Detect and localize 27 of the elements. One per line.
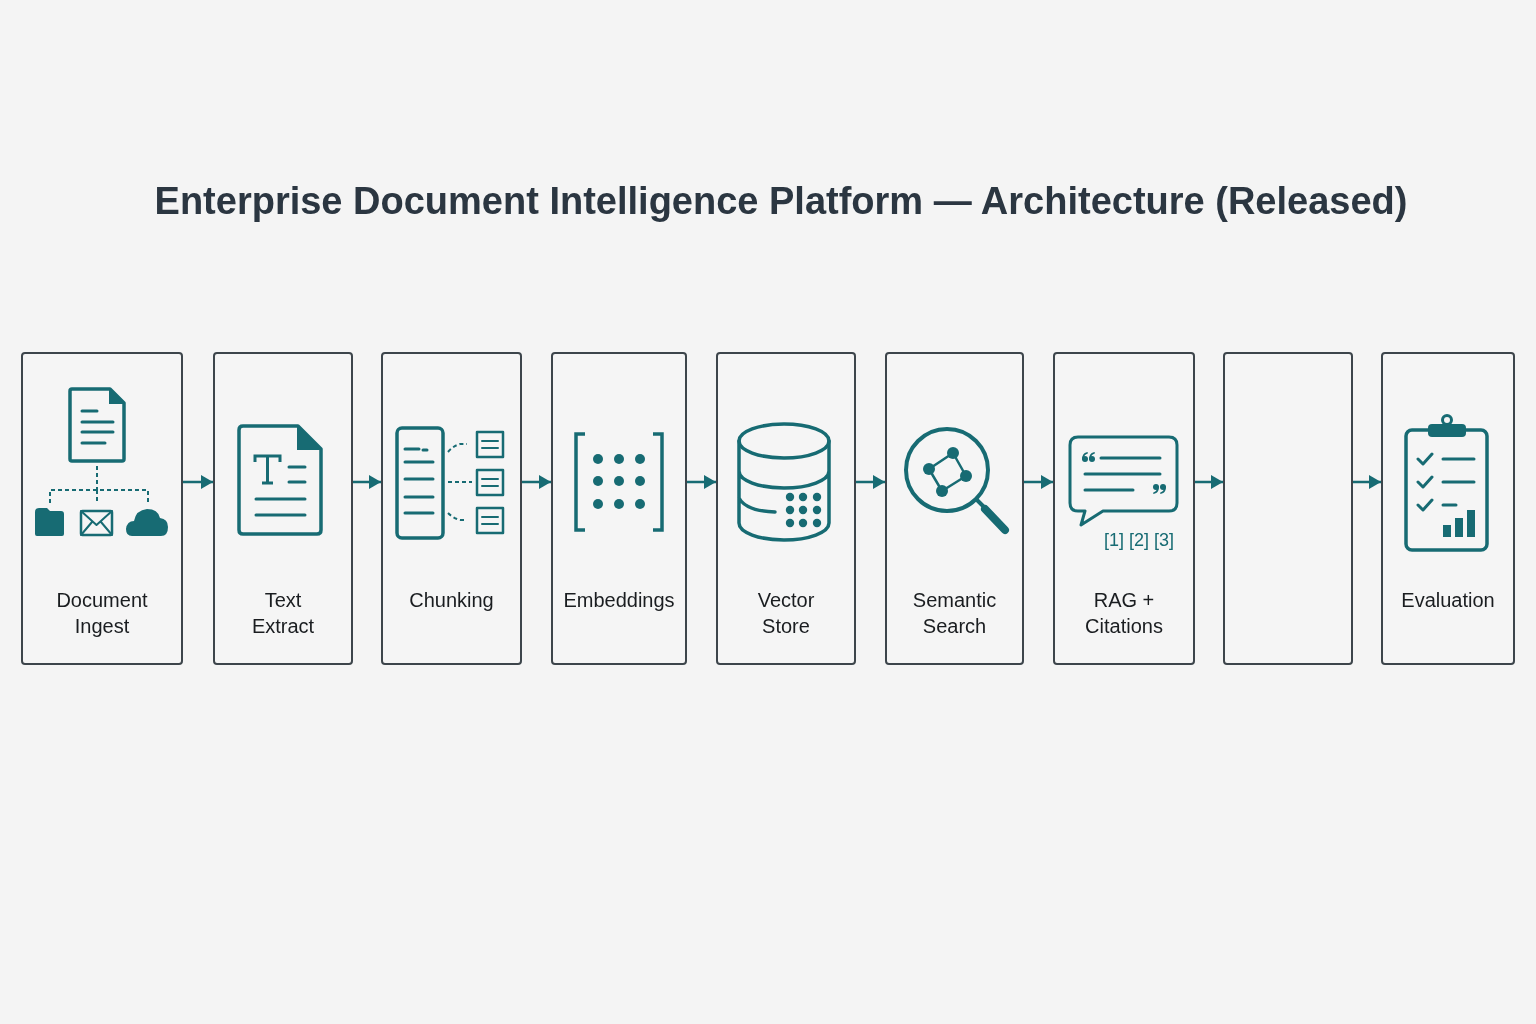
arrow — [522, 475, 551, 489]
citation-markers: [1] [2] [3] — [1104, 530, 1175, 550]
arrow — [687, 475, 716, 489]
arrow — [1195, 475, 1223, 489]
node-label: RAG + Citations — [1084, 588, 1164, 639]
process-box — [885, 352, 1024, 665]
process-box — [381, 352, 522, 665]
arrow — [1353, 475, 1381, 489]
process-box — [213, 352, 353, 665]
node-label: Semantic Search — [911, 588, 998, 639]
node-label: Document Ingest — [55, 588, 149, 639]
arrow — [856, 475, 885, 489]
arrow — [1024, 475, 1053, 489]
node-label: Text Extract — [250, 588, 316, 639]
diagram-title: Enterprise Document Intelligence Platform — Architecture (Released) — [153, 179, 1409, 224]
process-box — [1223, 352, 1353, 665]
process-box — [1381, 352, 1515, 665]
node-label: Evaluation — [1400, 588, 1496, 613]
arrow — [183, 475, 213, 489]
node-label: Chunking — [408, 588, 495, 613]
arrow — [353, 475, 381, 489]
process-box — [716, 352, 856, 665]
process-box — [551, 352, 687, 665]
node-label: Embeddings — [562, 588, 676, 613]
process-box — [21, 352, 183, 665]
node-label: Vector Store — [756, 588, 816, 639]
process-box — [1053, 352, 1195, 665]
